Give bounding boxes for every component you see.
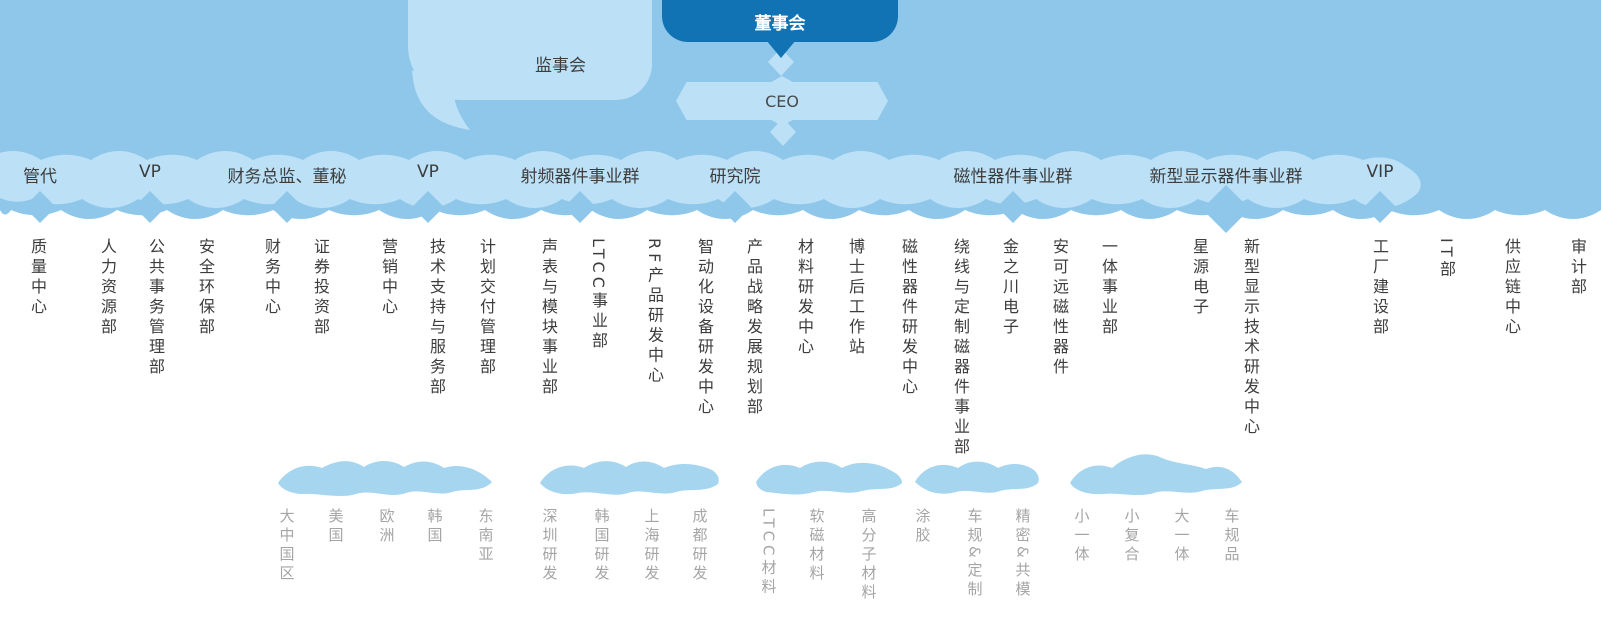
board-of-directors-node: 董事会 (662, 0, 898, 42)
subgroup-connector-blob (756, 461, 902, 495)
department-label: 工厂建设部 (1370, 238, 1389, 338)
subgroup-label: 小一体 (1072, 508, 1091, 565)
subgroup-connector-blob (1070, 454, 1242, 496)
subgroup-label: 涂胶 (913, 508, 932, 546)
department-label: 声表与模块事业部 (539, 238, 558, 398)
supervisory-board-node: 监事会 (408, 0, 652, 100)
division-connector (564, 191, 596, 223)
subgroup-label: 深圳研发 (540, 508, 559, 584)
subgroup-label: 大中国区 (277, 508, 296, 584)
department-label: 材料研发中心 (795, 238, 814, 358)
department-label: 质量中心 (28, 238, 47, 318)
department-label: 产品战略发展规划部 (744, 238, 763, 418)
department-label: 供应链中心 (1502, 238, 1521, 338)
subgroup-label: 大一体 (1172, 508, 1191, 565)
department-label: 绕线与定制磁器件事业部 (951, 238, 970, 458)
department-label: 安可远磁性器件 (1050, 238, 1069, 378)
division-label: VP (139, 162, 161, 182)
division-connector (24, 191, 56, 223)
subgroup-label: 美国 (326, 508, 345, 546)
subgroup-label: 高分子材料 (859, 508, 878, 603)
division-band (0, 151, 1421, 208)
subgroup-label: 上海研发 (642, 508, 661, 584)
division-connector (1202, 185, 1250, 233)
subgroup-label: LTCC材料 (759, 508, 778, 598)
subgroup-label: 车规品 (1222, 508, 1241, 565)
division-label: 射频器件事业群 (520, 167, 640, 187)
department-label: 智动化设备研发中心 (695, 238, 714, 418)
department-label: 财务中心 (262, 238, 281, 318)
department-label: 公共事务管理部 (146, 238, 165, 378)
division-connector (134, 191, 166, 223)
division-label: 管代 (23, 167, 57, 187)
subgroup-label: 精密&共模 (1013, 508, 1032, 600)
department-label: 安全环保部 (196, 238, 215, 338)
supervisory-board-label: 监事会 (535, 56, 586, 76)
department-label: LTCC事业部 (589, 238, 608, 352)
division-label: VP (417, 162, 439, 182)
subgroup-label: 成都研发 (690, 508, 709, 584)
department-label: 金之川电子 (1000, 238, 1019, 338)
subgroup-label: 韩国研发 (592, 508, 611, 584)
division-label: 财务总监、董秘 (227, 167, 347, 187)
ceo-label: CEO (765, 91, 799, 111)
subgroup-connector-blob (540, 461, 719, 495)
division-connector (1364, 191, 1396, 223)
division-connector (719, 191, 751, 223)
department-label: RF产品研发中心 (645, 238, 664, 387)
department-label: 人力资源部 (98, 238, 117, 338)
department-label: 审计部 (1568, 238, 1587, 298)
department-label: 一体事业部 (1099, 238, 1118, 338)
division-connector (271, 191, 303, 223)
division-connector (412, 191, 444, 223)
division-label: 研究院 (709, 167, 761, 187)
department-label: 磁性器件研发中心 (899, 238, 918, 398)
board-of-directors-label: 董事会 (754, 13, 806, 34)
ceo-tail (770, 118, 796, 146)
division-label: VIP (1366, 162, 1394, 182)
division-label: 磁性器件事业群 (953, 167, 1073, 187)
department-label: 营销中心 (379, 238, 398, 318)
department-label: 新型显示技术研发中心 (1241, 238, 1260, 438)
department-label: 星源电子 (1190, 238, 1209, 318)
subgroup-label: 欧洲 (377, 508, 396, 546)
subgroup-connector-blob (278, 461, 492, 497)
subgroup-label: 小复合 (1122, 508, 1141, 565)
board-ceo-connector (768, 48, 794, 76)
subgroup-label: 东南亚 (476, 508, 495, 565)
department-label: 技术支持与服务部 (427, 238, 446, 398)
subgroup-label: 软磁材料 (807, 508, 826, 584)
department-label: 证券投资部 (311, 238, 330, 338)
division-label: 新型显示器件事业群 (1149, 167, 1303, 187)
department-label: 计划交付管理部 (477, 238, 496, 378)
division-connector (997, 191, 1029, 223)
subgroup-label: 车规&定制 (965, 508, 984, 600)
subgroup-label: 韩国 (425, 508, 444, 546)
board-tip (766, 40, 796, 58)
department-label: 博士后工作站 (846, 238, 865, 358)
subgroup-connector-blob (915, 461, 1039, 494)
ceo-node: CEO (676, 76, 888, 126)
department-label: IT部 (1437, 238, 1456, 281)
